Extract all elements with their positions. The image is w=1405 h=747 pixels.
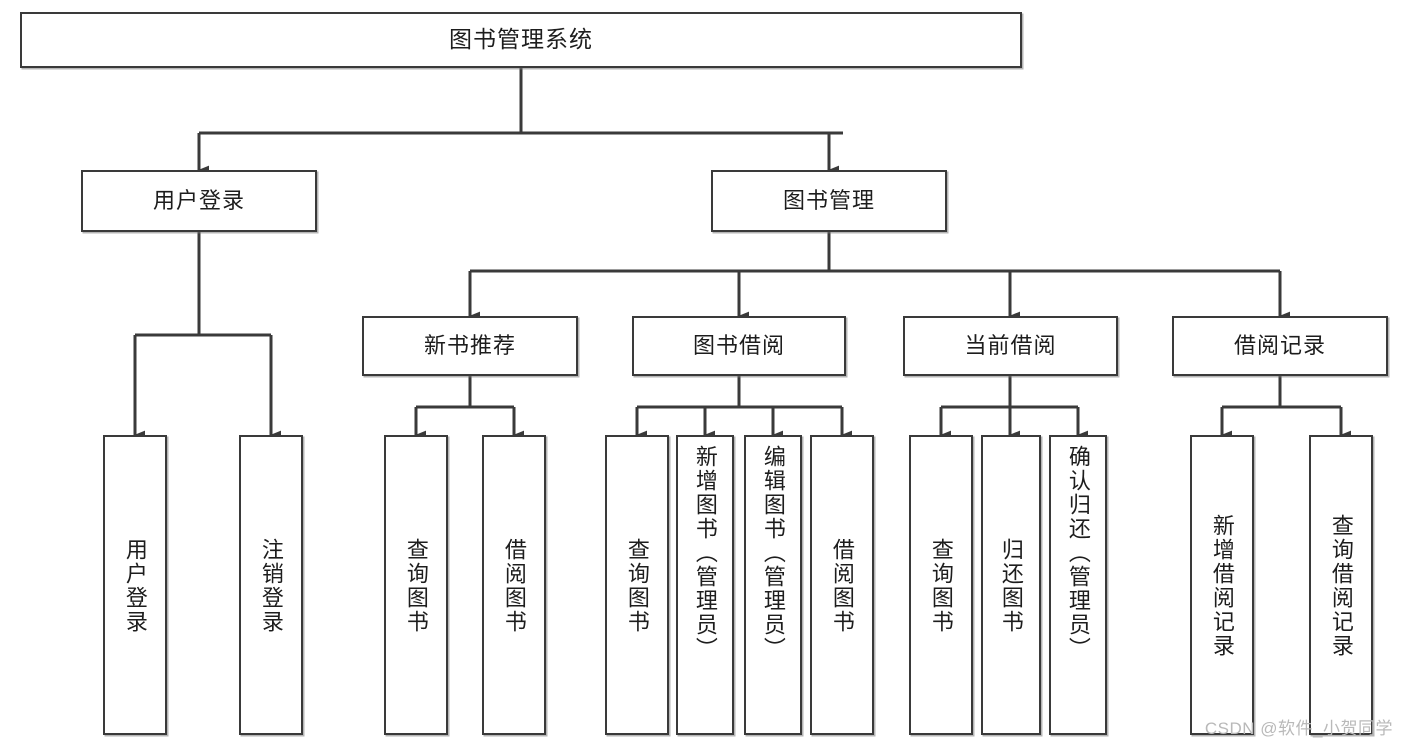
node-root-system[interactable]: 图书管理系统 [20, 12, 1022, 68]
leaf-label: 借阅图书 [501, 538, 527, 634]
leaf-user-login[interactable]: 用户登录 [103, 435, 167, 735]
leaf-label: 借阅图书 [829, 538, 855, 634]
leaf-label: 查询图书 [928, 538, 954, 634]
leaf-query-book[interactable]: 查询图书 [605, 435, 669, 735]
node-book-management[interactable]: 图书管理 [711, 170, 947, 232]
node-label: 图书管理 [782, 187, 875, 213]
node-current-borrow[interactable]: 当前借阅 [903, 316, 1118, 376]
leaf-add-borrow-record[interactable]: 新增借阅记录 [1190, 435, 1254, 735]
leaf-label: 归还图书 [998, 538, 1024, 634]
leaf-label: 查询图书 [624, 538, 650, 634]
node-borrow-records[interactable]: 借阅记录 [1172, 316, 1388, 376]
leaf-borrow-book-recommend[interactable]: 借阅图书 [482, 435, 546, 735]
leaf-borrow-book[interactable]: 借阅图书 [810, 435, 874, 735]
node-user-login[interactable]: 用户登录 [81, 170, 317, 232]
leaf-edit-book-admin[interactable]: 编辑图书（管理员） [744, 435, 802, 735]
leaf-query-book-current[interactable]: 查询图书 [909, 435, 973, 735]
node-label: 借阅记录 [1233, 332, 1326, 358]
leaf-label: 新增借阅记录 [1209, 514, 1235, 658]
leaf-label: 确认归还（管理员） [1065, 445, 1091, 661]
leaf-label: 注销登录 [258, 538, 284, 634]
node-label: 新书推荐 [423, 332, 516, 358]
node-label: 当前借阅 [964, 332, 1057, 358]
leaf-user-logout[interactable]: 注销登录 [239, 435, 303, 735]
leaf-query-borrow-record[interactable]: 查询借阅记录 [1309, 435, 1373, 735]
leaf-label: 查询图书 [403, 538, 429, 634]
node-label: 图书管理系统 [449, 26, 593, 53]
leaf-query-book-recommend[interactable]: 查询图书 [384, 435, 448, 735]
node-book-borrow[interactable]: 图书借阅 [632, 316, 846, 376]
leaf-label: 用户登录 [122, 538, 148, 634]
leaf-return-book[interactable]: 归还图书 [981, 435, 1041, 735]
leaf-label: 查询借阅记录 [1328, 514, 1354, 658]
watermark-text: CSDN @软件_小贺同学 [1204, 719, 1393, 738]
leaf-label: 新增图书（管理员） [692, 445, 718, 661]
leaf-label: 编辑图书（管理员） [760, 445, 786, 661]
node-label: 用户登录 [152, 187, 245, 213]
leaf-confirm-return-admin[interactable]: 确认归还（管理员） [1049, 435, 1107, 735]
leaf-add-book-admin[interactable]: 新增图书（管理员） [676, 435, 734, 735]
node-new-book-recommend[interactable]: 新书推荐 [362, 316, 578, 376]
node-label: 图书借阅 [692, 332, 785, 358]
